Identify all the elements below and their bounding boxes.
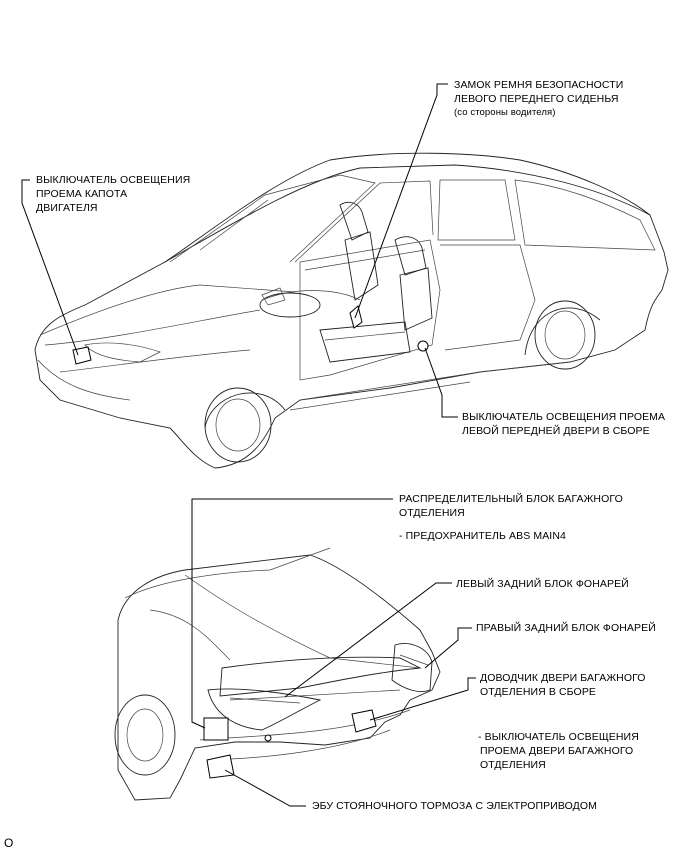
leader-front-door-switch (424, 347, 458, 418)
parking-brake-ecu-part (206, 754, 235, 779)
abs-main4-fuse-label: - ПРЕДОХРАНИТЕЛЬ ABS MAIN4 (399, 530, 566, 542)
luggage-junction-block-part (203, 717, 229, 741)
leader-left-rear-lamp (284, 582, 452, 698)
leader-junction-block (191, 498, 393, 729)
right-rear-lamp-label: ПРАВЫЙ ЗАДНИЙ БЛОК ФОНАРЕЙ (476, 622, 656, 634)
right-rear-lamp-shape (391, 643, 433, 692)
hood-courtesy-switch-part (72, 346, 92, 365)
front-door-courtesy-switch-part (417, 340, 429, 352)
left-rear-lamp-shape (207, 688, 322, 731)
seat-belt-buckle-label: ЗАМОК РЕМНЯ БЕЗОПАСНОСТИ ЛЕВОГО ПЕРЕДНЕГ… (454, 79, 624, 118)
hood-courtesy-switch-label: ВЫКЛЮЧАТЕЛЬ ОСВЕЩЕНИЯ ПРОЕМА КАПОТА ДВИГ… (36, 174, 191, 214)
parking-brake-ecu-label: ЭБУ СТОЯНОЧНОГО ТОРМОЗА С ЭЛЕКТРОПРИВОДО… (312, 800, 597, 812)
leader-seat-belt (354, 83, 448, 319)
seat-belt-buckle-part (349, 305, 363, 329)
left-rear-lamp-label: ЛЕВЫЙ ЗАДНИЙ БЛОК ФОНАРЕЙ (456, 578, 629, 590)
trunk-courtesy-switch-label: - ВЫКЛЮЧАТЕЛЬ ОСВЕЩЕНИЯ ПРОЕМА ДВЕРИ БАГ… (478, 731, 639, 771)
luggage-junction-block-label: РАСПРЕДЕЛИТЕЛЬНЫЙ БЛОК БАГАЖНОГО ОТДЕЛЕН… (399, 493, 623, 519)
driver-side-note: (со стороны водителя) (454, 107, 556, 118)
front-car-illustration (34, 152, 669, 469)
rear-car-illustration (114, 547, 441, 801)
leader-trunk-closer (369, 677, 476, 721)
leader-hood-switch (21, 179, 79, 356)
leader-right-rear-lamp (424, 627, 472, 669)
leader-parking-brake-ecu (224, 769, 306, 807)
front-door-courtesy-switch-label: ВЫКЛЮЧАТЕЛЬ ОСВЕЩЕНИЯ ПРОЕМА ЛЕВОЙ ПЕРЕД… (462, 411, 666, 437)
trunk-closer-part (351, 709, 377, 733)
trunk-closer-label: ДОВОДЧИК ДВЕРИ БАГАЖНОГО ОТДЕЛЕНИЯ В СБО… (480, 672, 646, 698)
figure-code: O (4, 836, 14, 850)
